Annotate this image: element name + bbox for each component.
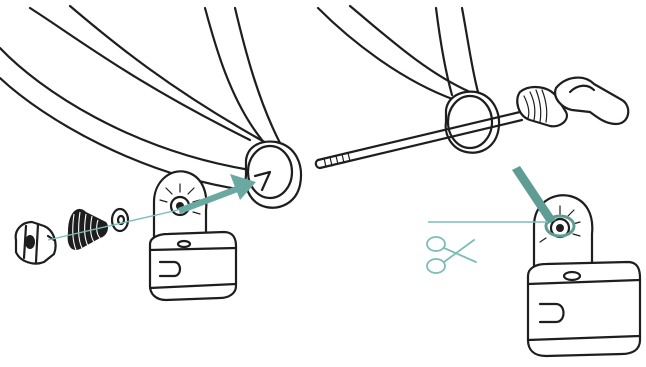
hitch-bracket-icon [150,171,236,300]
bike-frame-dropout-icon [0,6,499,208]
hitch-bracket-icon [528,195,640,356]
skewer-lever-icon [517,78,628,127]
skewer-nut-icon [16,222,56,264]
washer-icon [112,209,128,231]
scissors-icon [427,237,476,273]
conical-spring-icon [68,209,108,250]
